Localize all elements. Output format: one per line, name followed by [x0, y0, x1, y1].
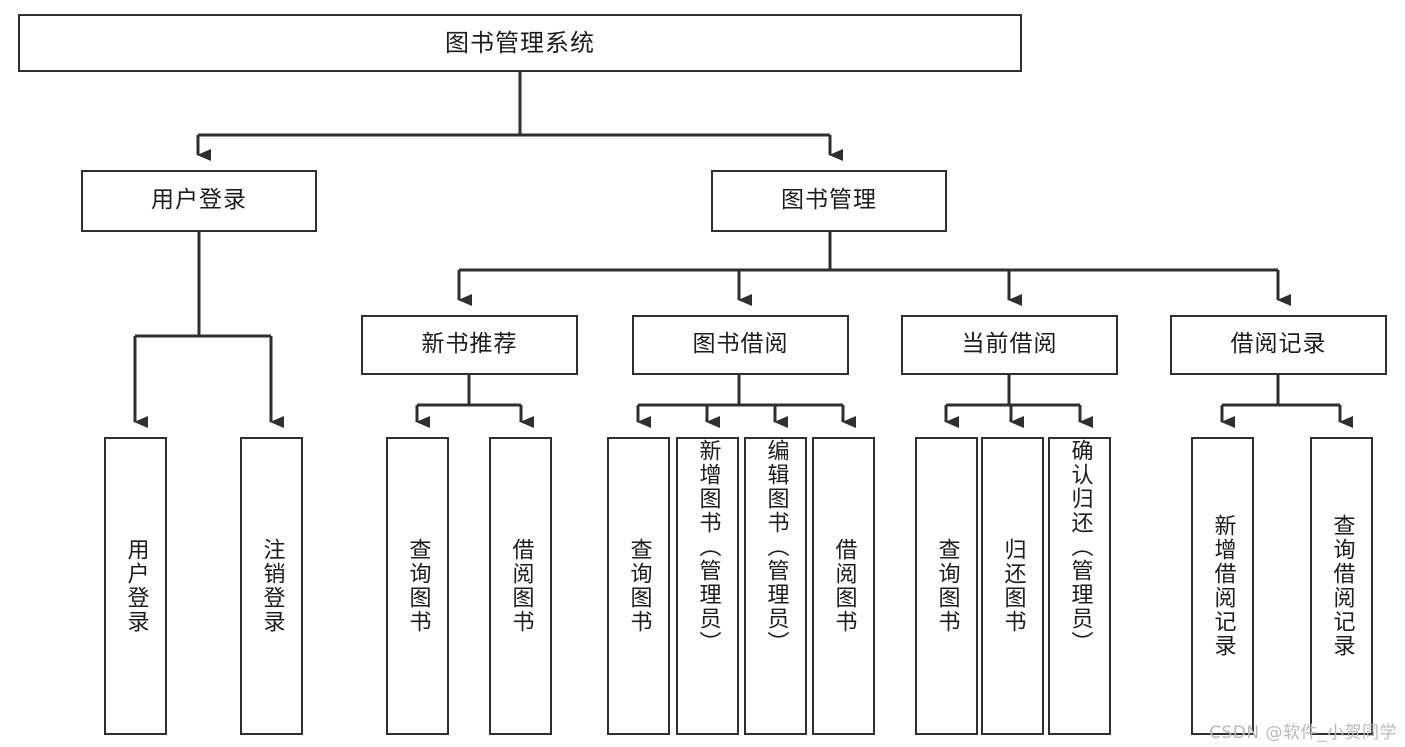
node-label: 新增借阅记录: [1210, 514, 1236, 658]
node-label: 新书推荐: [421, 331, 518, 358]
leaf-query-book-recommend[interactable]: 查询图书: [386, 437, 449, 735]
node-label: 图书管理: [781, 187, 877, 214]
leaf-logout[interactable]: 注销登录: [240, 437, 303, 735]
node-label: 图书借阅: [692, 331, 789, 358]
node-label: 用户登录: [151, 187, 247, 214]
leaf-add-book-admin[interactable]: 新增图书（管理员）: [676, 437, 739, 735]
node-label: 借阅图书: [831, 538, 857, 634]
leaf-borrow-book-recommend[interactable]: 借阅图书: [489, 437, 552, 735]
node-label: 查询图书: [934, 538, 960, 634]
node-book-management[interactable]: 图书管理: [711, 170, 947, 232]
leaf-return-book[interactable]: 归还图书: [981, 437, 1044, 735]
node-label: 用户登录: [123, 538, 149, 634]
node-borrow-record[interactable]: 借阅记录: [1170, 315, 1387, 375]
node-label: 当前借阅: [961, 331, 1058, 358]
node-user-login[interactable]: 用户登录: [81, 170, 317, 232]
node-label: 编辑图书（管理员）: [763, 439, 789, 655]
leaf-query-book-current[interactable]: 查询图书: [915, 437, 978, 735]
node-label: 借阅记录: [1230, 331, 1327, 358]
node-label: 归还图书: [1000, 538, 1026, 634]
node-label: 借阅图书: [508, 538, 534, 634]
node-label: 新增图书（管理员）: [695, 439, 721, 655]
node-label: 注销登录: [259, 538, 285, 634]
node-label: 查询图书: [405, 538, 431, 634]
node-label: 图书管理系统: [445, 28, 595, 57]
node-new-book-recommend[interactable]: 新书推荐: [361, 315, 578, 375]
node-root-book-management-system[interactable]: 图书管理系统: [18, 14, 1022, 72]
leaf-confirm-return-admin[interactable]: 确认归还（管理员）: [1048, 437, 1111, 735]
csdn-watermark: CSDN @软件_小贺同学: [1209, 723, 1397, 743]
leaf-query-borrow-record[interactable]: 查询借阅记录: [1310, 437, 1373, 735]
node-book-borrow[interactable]: 图书借阅: [632, 315, 849, 375]
leaf-user-login[interactable]: 用户登录: [104, 437, 167, 735]
leaf-edit-book-admin[interactable]: 编辑图书（管理员）: [744, 437, 807, 735]
node-label: 查询图书: [626, 538, 652, 634]
node-label: 查询借阅记录: [1329, 514, 1355, 658]
node-label: 确认归还（管理员）: [1067, 439, 1093, 655]
leaf-add-borrow-record[interactable]: 新增借阅记录: [1191, 437, 1254, 735]
leaf-query-book-borrow[interactable]: 查询图书: [607, 437, 670, 735]
leaf-borrow-book[interactable]: 借阅图书: [812, 437, 875, 735]
node-current-borrow[interactable]: 当前借阅: [901, 315, 1118, 375]
